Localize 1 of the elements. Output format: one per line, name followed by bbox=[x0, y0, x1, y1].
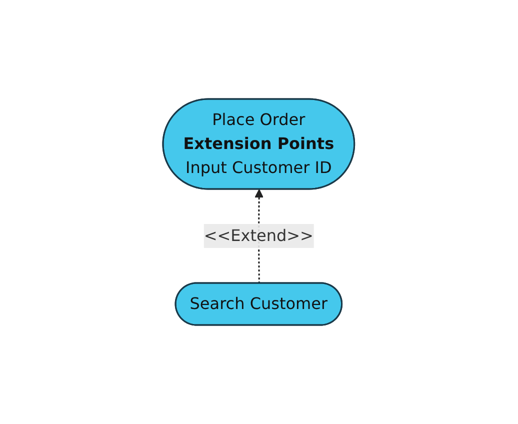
edge-label: <<Extend>> bbox=[204, 226, 314, 245]
